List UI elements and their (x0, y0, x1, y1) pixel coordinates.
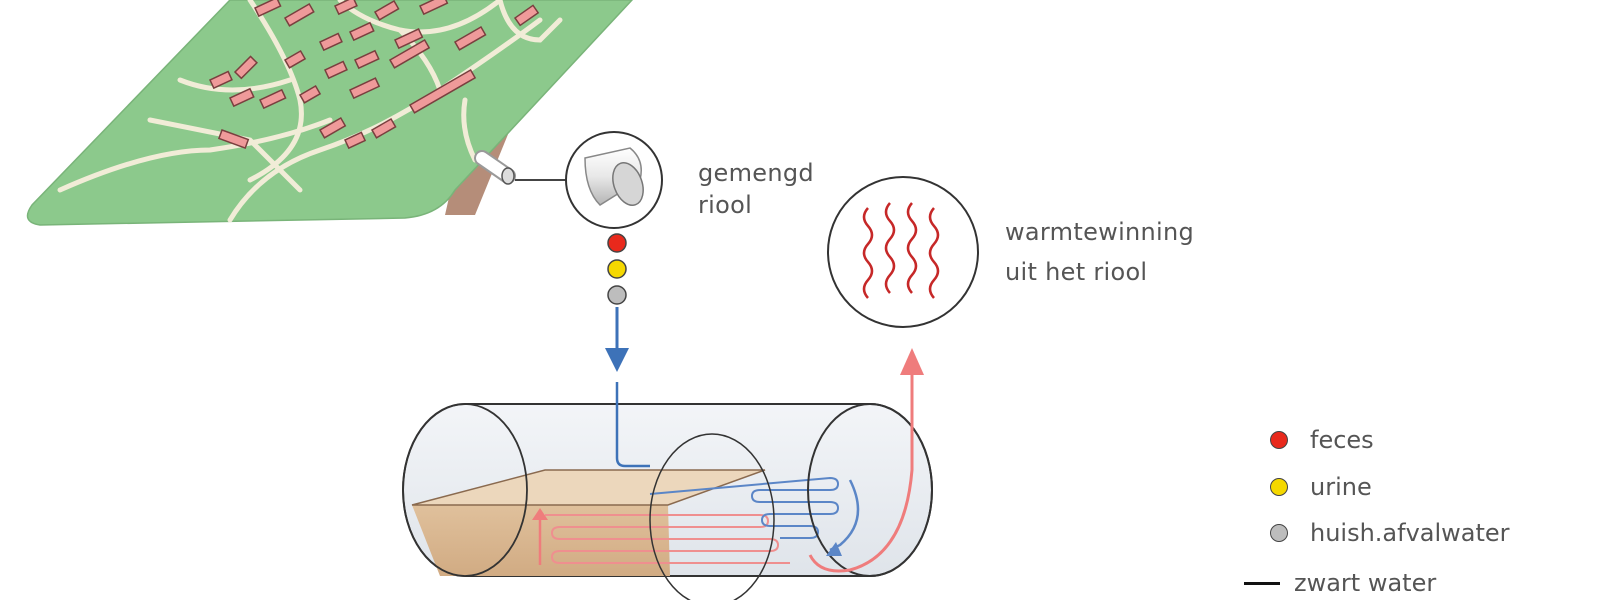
urine-dot (607, 259, 627, 279)
legend-label: feces (1310, 426, 1374, 454)
mixed-sewer-zoom-circle (565, 131, 663, 229)
feces-dot (607, 233, 627, 253)
legend-item-black-water: zwart water (1244, 566, 1436, 600)
heat-recovery-label: warmtewinning uit het riool (1005, 212, 1194, 292)
heat-recovery-circle (827, 176, 979, 328)
flow-down-arrow (605, 307, 629, 372)
household-wastewater-dot (607, 285, 627, 305)
legend-label: zwart water (1294, 569, 1437, 597)
household-wastewater-dot-icon (1270, 524, 1288, 542)
heat-output-arrow (808, 348, 924, 573)
legend-label: urine (1310, 473, 1372, 501)
town-map (26, 0, 634, 226)
legend-item-feces: feces (1270, 423, 1374, 457)
legend-item-household-wastewater: huish.afvalwater (1270, 516, 1510, 550)
legend-item-urine: urine (1270, 470, 1372, 504)
feces-dot-icon (1270, 431, 1288, 449)
mixed-sewer-label: gemengd riool (698, 153, 814, 225)
urine-dot-icon (1270, 478, 1288, 496)
heat-recovery-label-line1: warmtewinning (1005, 218, 1195, 246)
warm-coil (545, 514, 790, 564)
heat-recovery-label-line2: uit het riool (1005, 258, 1148, 286)
black-water-line-icon (1244, 581, 1280, 585)
mixed-sewer-label-line2: riool (698, 191, 753, 219)
inflow-line (615, 382, 650, 468)
sewer-outlet-pipe (474, 150, 516, 185)
legend-label: huish.afvalwater (1310, 519, 1510, 547)
heat-exchanger-tank (402, 382, 933, 600)
buildings (209, 0, 540, 150)
mixed-sewer-label-line1: gemengd (698, 159, 814, 187)
